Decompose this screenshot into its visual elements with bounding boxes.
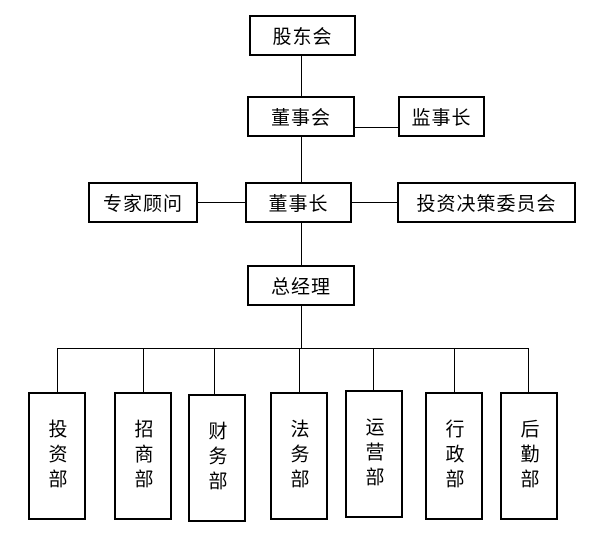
general-manager-node: 总经理 xyxy=(247,265,355,306)
drop-line-dept-1 xyxy=(143,348,144,392)
department-label: 行政部 xyxy=(442,418,465,494)
administration-department-node: 行政部 xyxy=(425,392,483,520)
investment-committee-node: 投资决策委员会 xyxy=(397,182,576,223)
board-of-directors-node: 董事会 xyxy=(247,96,355,137)
department-label: 招商部 xyxy=(131,418,154,494)
logistics-department-node: 后勤部 xyxy=(500,392,558,520)
connector-chairman-gm xyxy=(301,223,302,265)
operations-department-node: 运营部 xyxy=(345,390,403,518)
chairman-node: 董事长 xyxy=(245,182,352,223)
drop-line-dept-0 xyxy=(57,348,58,392)
business-attraction-department-node: 招商部 xyxy=(114,392,172,520)
shareholders-meeting-node: 股东会 xyxy=(249,15,356,56)
connector-expert-chairman xyxy=(198,202,245,203)
connector-gm-bus xyxy=(301,306,302,348)
department-label: 法务部 xyxy=(287,418,310,494)
expert-consultant-node: 专家顾问 xyxy=(88,182,198,223)
connector-shareholders-board xyxy=(301,56,302,96)
finance-department-node: 财务部 xyxy=(188,394,246,522)
department-label: 运营部 xyxy=(362,416,385,492)
chief-supervisor-node: 监事长 xyxy=(398,96,485,137)
drop-line-dept-3 xyxy=(299,348,300,392)
department-label: 投资部 xyxy=(45,418,68,494)
drop-line-dept-6 xyxy=(528,348,529,392)
connector-board-chairman xyxy=(301,137,302,182)
connector-board-supervisor xyxy=(355,127,398,128)
connector-chairman-committee xyxy=(352,202,397,203)
drop-line-dept-4 xyxy=(373,348,374,390)
department-bus-line xyxy=(57,348,529,349)
department-label: 财务部 xyxy=(205,420,228,496)
department-label: 后勤部 xyxy=(517,418,540,494)
drop-line-dept-2 xyxy=(214,348,215,394)
investment-department-node: 投资部 xyxy=(28,392,86,520)
drop-line-dept-5 xyxy=(454,348,455,392)
legal-department-node: 法务部 xyxy=(270,392,328,520)
